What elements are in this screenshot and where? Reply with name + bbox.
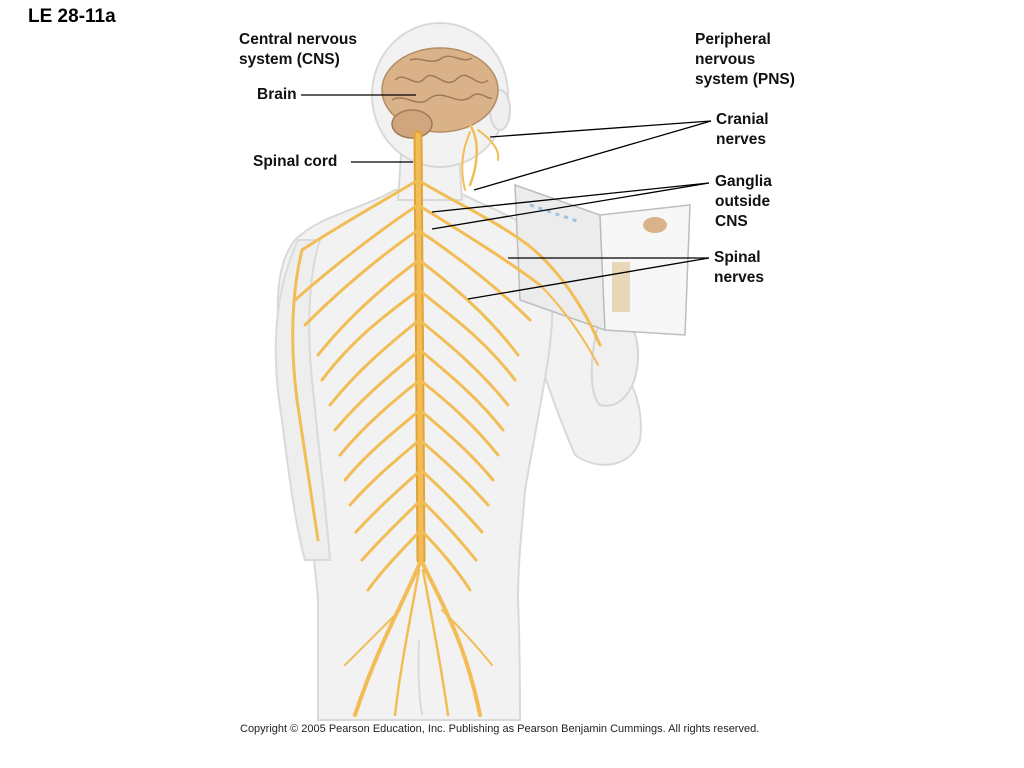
ganglia-label-line: Ganglia xyxy=(715,173,772,190)
brain xyxy=(381,47,499,139)
leader-line-cranial-nerves-2 xyxy=(473,120,712,191)
cns-label: Central nervous system (CNS) xyxy=(239,30,357,70)
spinal-nerves-label: Spinal nerves xyxy=(714,248,764,288)
spinal-cord-label: Spinal cord xyxy=(253,153,338,170)
leader-line-ganglia-1 xyxy=(431,182,710,213)
pns-label-line: system (PNS) xyxy=(695,71,795,88)
cranial-nerves-label-line: Cranial xyxy=(716,111,769,128)
figure-title: LE 28-11a xyxy=(28,6,116,27)
copyright-notice: Copyright © 2005 Pearson Education, Inc.… xyxy=(240,723,760,735)
pns-label: Peripheral nervous system (PNS) xyxy=(695,30,795,90)
pns-label-line: Peripheral xyxy=(695,31,771,48)
leader-lines xyxy=(301,94,712,300)
leader-line-spinal-nerves-2 xyxy=(467,257,710,300)
spinal-nerves-label-line: Spinal xyxy=(714,249,761,266)
cns-label-line: system (CNS) xyxy=(239,51,340,68)
brain-label: Brain xyxy=(257,86,297,103)
cranial-nerves-label-line: nerves xyxy=(716,131,766,148)
cns-label-line: Central nervous xyxy=(239,31,358,48)
leader-line-cranial-nerves-1 xyxy=(489,120,712,138)
ganglia-label-line: CNS xyxy=(715,213,748,230)
cranial-nerves-label: Cranial nerves xyxy=(716,110,769,150)
leader-line-ganglia-2 xyxy=(431,182,710,230)
ganglia-label: Ganglia outside CNS xyxy=(715,172,772,232)
spinal-cord-and-nerves xyxy=(291,123,602,717)
spinal-nerves-label-line: nerves xyxy=(714,269,764,286)
pns-label-line: nervous xyxy=(695,51,756,68)
ganglia-label-line: outside xyxy=(715,193,771,210)
